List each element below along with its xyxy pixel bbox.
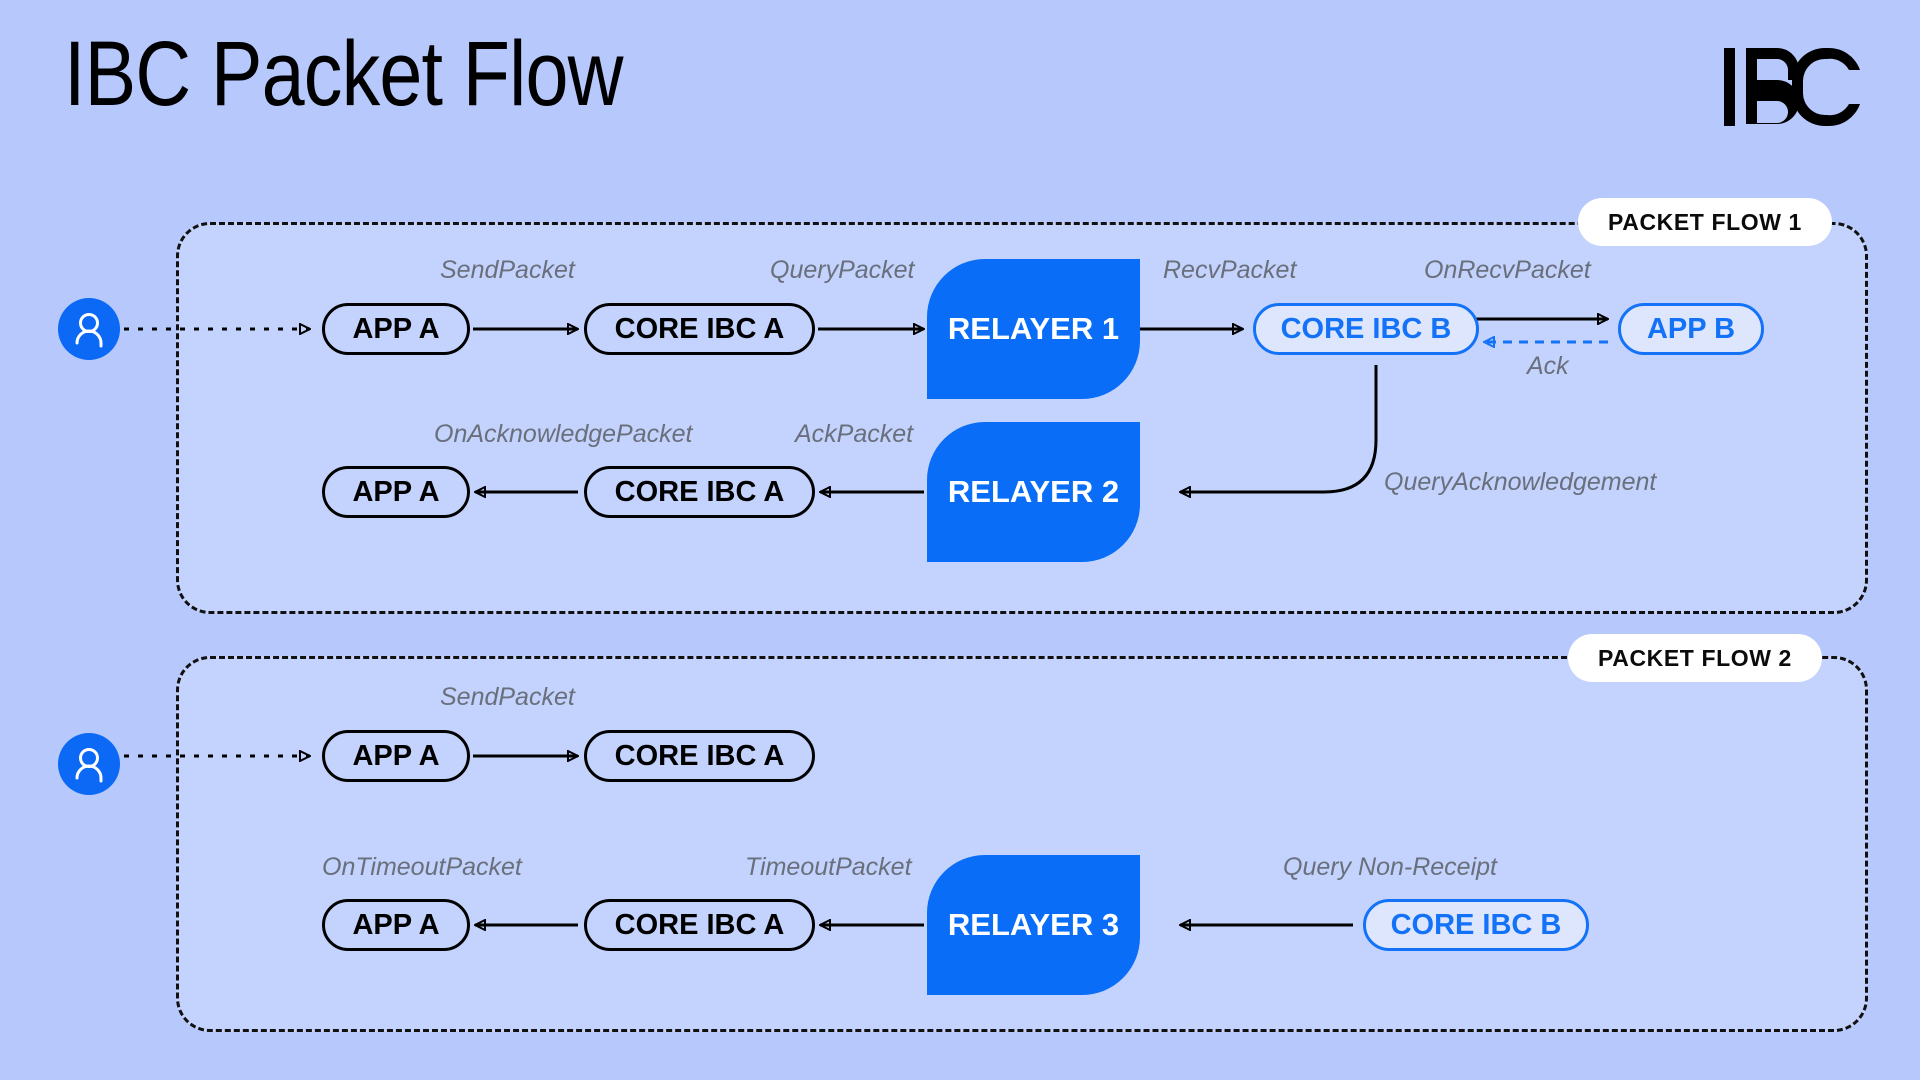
node-app-a-flow2-row2[interactable]: APP A: [322, 899, 470, 951]
label-ackpacket-flow1: AckPacket: [795, 420, 914, 448]
node-core-ibc-a-flow2-row1[interactable]: CORE IBC A: [584, 730, 815, 782]
label-ack-flow1: Ack: [1527, 352, 1569, 380]
label-queryacknowledgement-flow1: QueryAcknowledgement: [1384, 468, 1657, 496]
node-relayer-1[interactable]: RELAYER 1: [927, 259, 1140, 399]
label-recvpacket-flow1: RecvPacket: [1163, 256, 1297, 284]
user-avatar-flow2: [58, 733, 120, 795]
node-relayer-2[interactable]: RELAYER 2: [927, 422, 1140, 562]
label-ontimeoutpacket-flow2: OnTimeoutPacket: [322, 853, 522, 881]
label-onacknowledgepacket-flow1: OnAcknowledgePacket: [434, 420, 693, 448]
page-title: IBC Packet Flow: [64, 23, 623, 125]
user-avatar-flow1: [58, 298, 120, 360]
label-sendpacket-flow2: SendPacket: [440, 683, 575, 711]
node-app-a-flow1-row2[interactable]: APP A: [322, 466, 470, 518]
node-core-ibc-b-flow1[interactable]: CORE IBC B: [1253, 303, 1479, 355]
label-querynonreceipt-flow2: Query Non-Receipt: [1283, 853, 1497, 881]
node-core-ibc-a-flow1-row1[interactable]: CORE IBC A: [584, 303, 815, 355]
label-sendpacket-flow1: SendPacket: [440, 256, 575, 284]
node-core-ibc-a-flow2-row2[interactable]: CORE IBC A: [584, 899, 815, 951]
packet-flow-2-badge: PACKET FLOW 2: [1568, 634, 1822, 682]
node-app-b-flow1[interactable]: APP B: [1618, 303, 1764, 355]
label-querypacket-flow1: QueryPacket: [770, 256, 915, 284]
node-core-ibc-a-flow1-row2[interactable]: CORE IBC A: [584, 466, 815, 518]
label-onrecvpacket-flow1: OnRecvPacket: [1424, 256, 1591, 284]
label-timeoutpacket-flow2: TimeoutPacket: [745, 853, 912, 881]
node-app-a-flow1-row1[interactable]: APP A: [322, 303, 470, 355]
ibc-logo-icon: [1722, 44, 1862, 130]
node-relayer-3[interactable]: RELAYER 3: [927, 855, 1140, 995]
node-core-ibc-b-flow2[interactable]: CORE IBC B: [1363, 899, 1589, 951]
packet-flow-1-badge: PACKET FLOW 1: [1578, 198, 1832, 246]
node-app-a-flow2-row1[interactable]: APP A: [322, 730, 470, 782]
